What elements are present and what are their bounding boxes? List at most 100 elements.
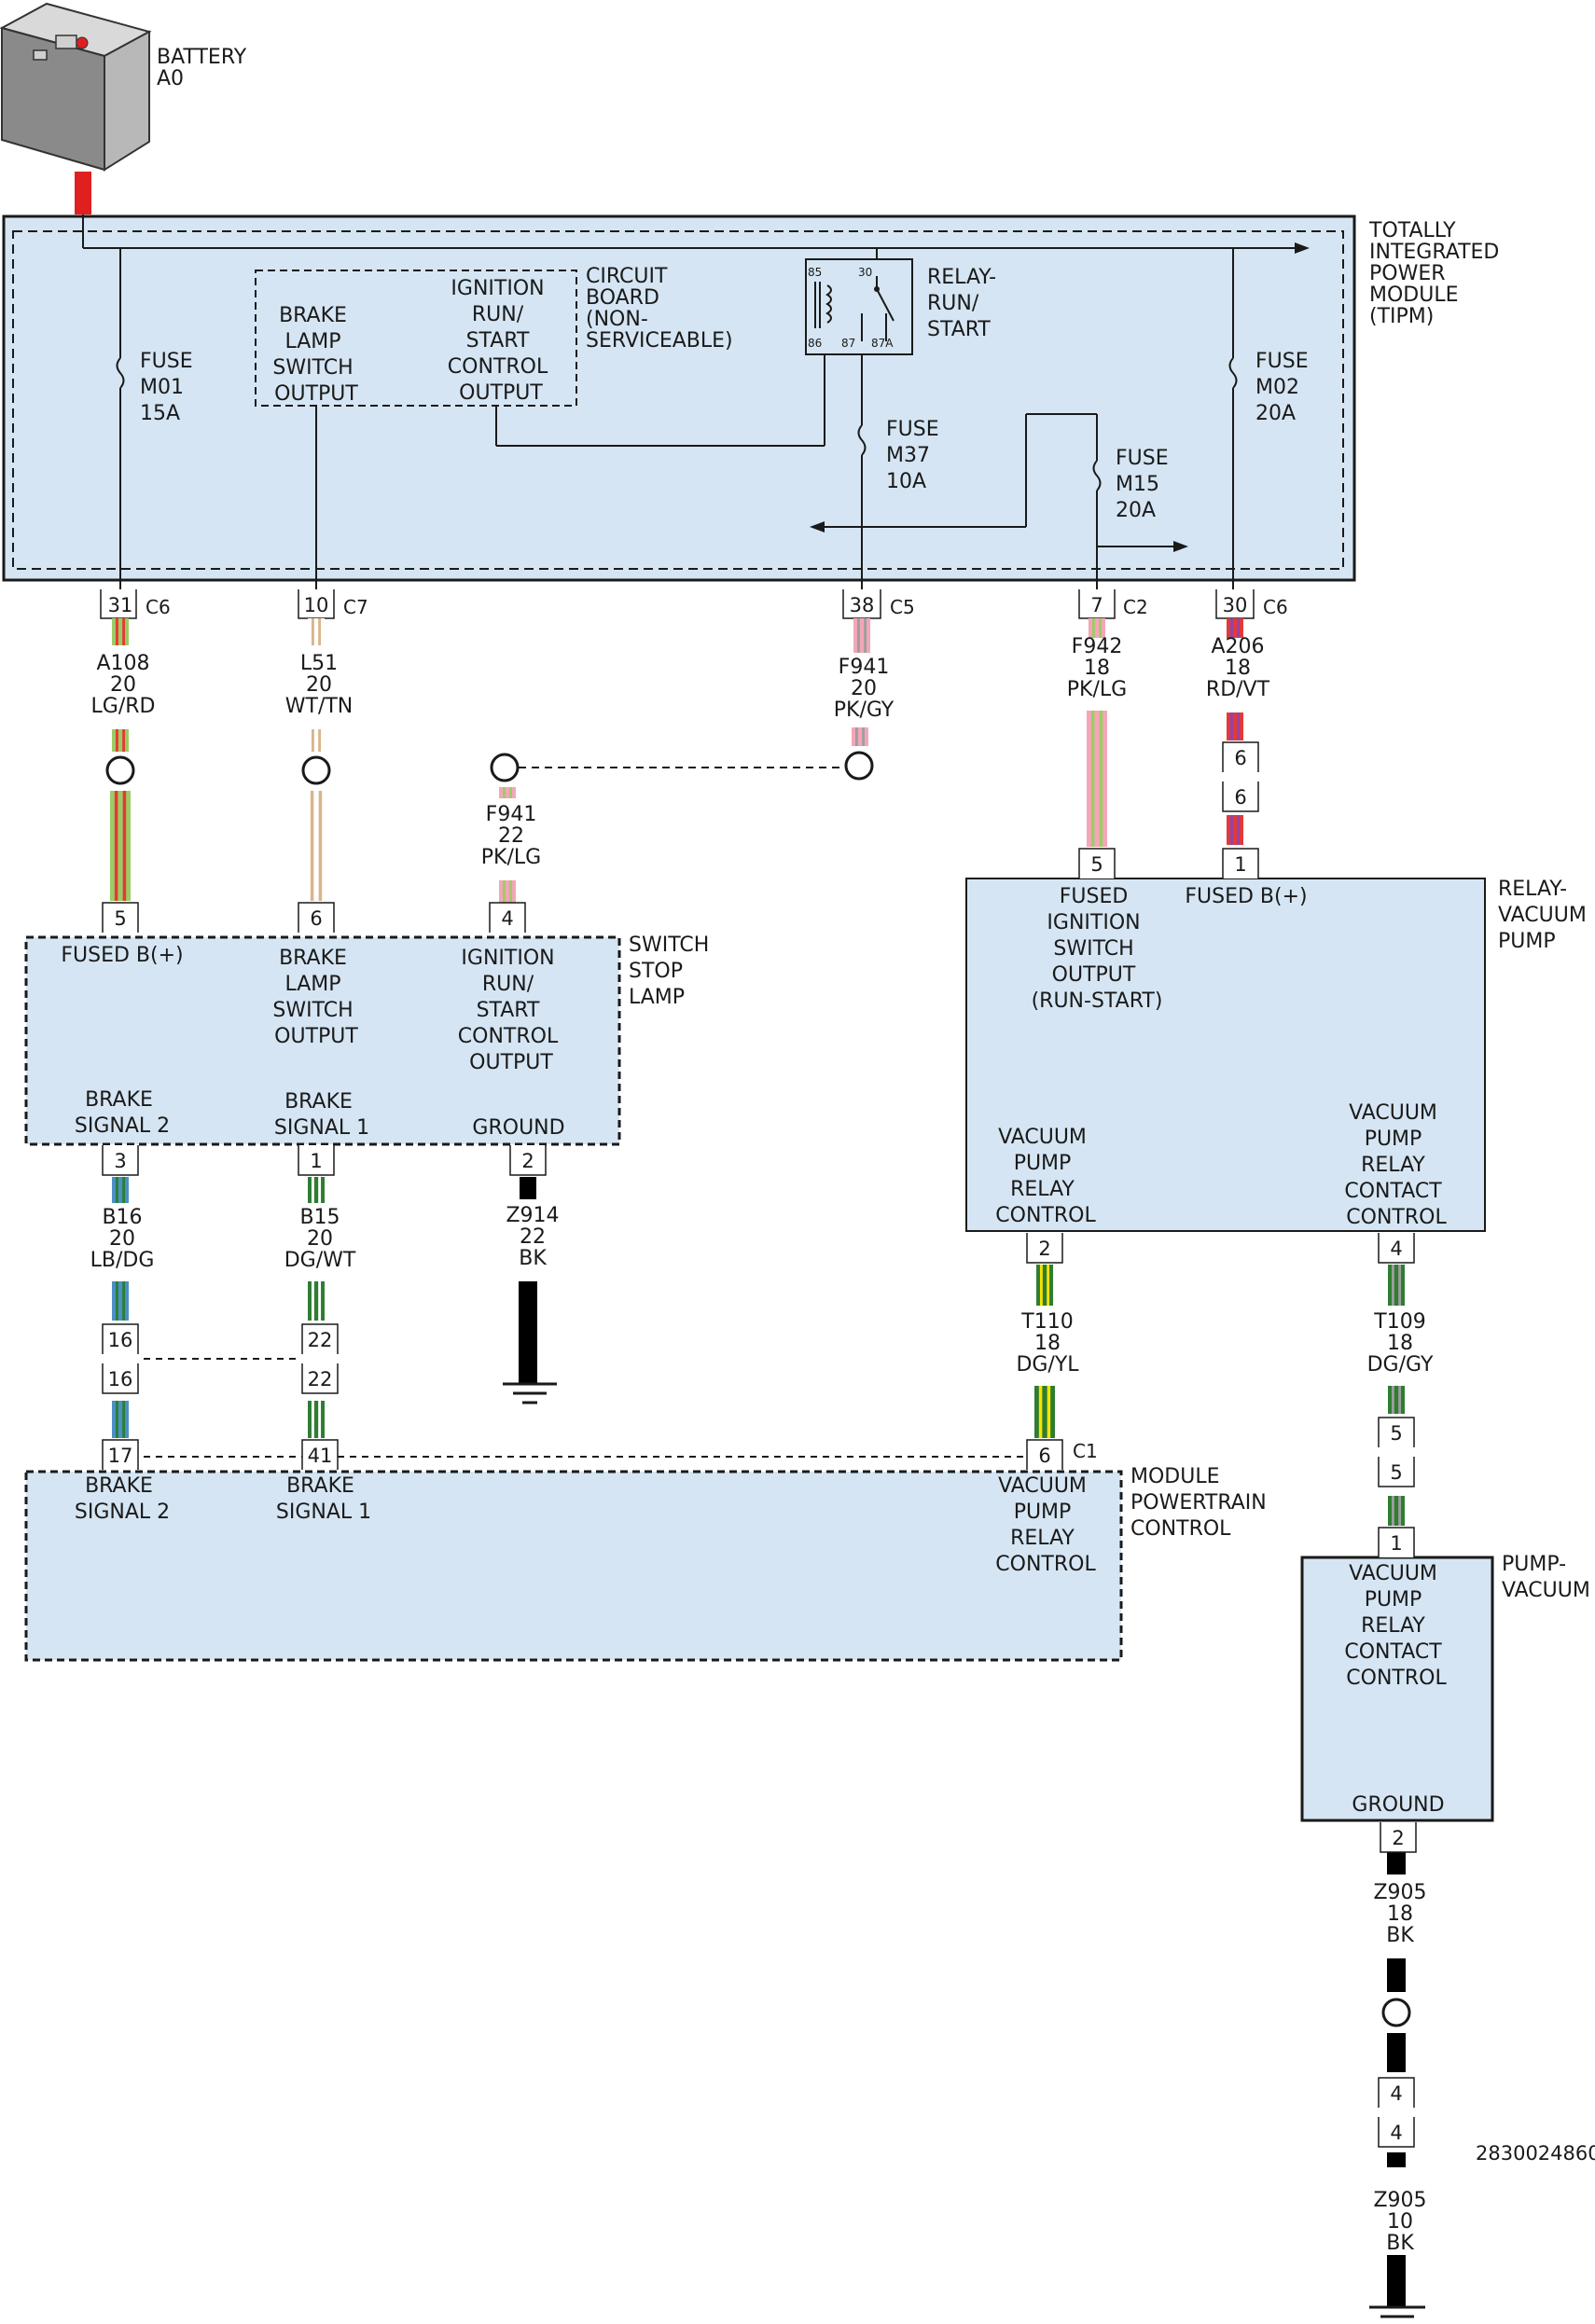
wire-z914-seg bbox=[519, 1281, 537, 1384]
pv-ground-label: GROUND bbox=[1352, 1793, 1444, 1817]
pin-box-inline-16a: 16 bbox=[102, 1323, 139, 1354]
pin-number: 5 bbox=[1390, 1422, 1402, 1445]
pin-number: 5 bbox=[1390, 1461, 1402, 1484]
wire-t109-seg bbox=[1388, 1496, 1405, 1526]
ground-symbol-z905 bbox=[1369, 2305, 1425, 2318]
pin-number: 4 bbox=[1390, 2122, 1402, 2144]
pin-box-ssl-3: 3 bbox=[102, 1145, 139, 1176]
wire-l51-seg bbox=[308, 729, 325, 752]
svg-text:C2: C2 bbox=[1123, 596, 1148, 618]
pin-box-pcm-6: 6 bbox=[1026, 1439, 1063, 1470]
pin-box-ssl-2: 2 bbox=[509, 1145, 547, 1176]
pin-box-pcm-17: 17 bbox=[102, 1439, 139, 1470]
wire-f941-22-seg bbox=[499, 787, 516, 798]
fuse-m15-label: FUSE M15 20A bbox=[1116, 447, 1175, 522]
wire-t109-seg bbox=[1388, 1265, 1405, 1306]
powertrain-control-module bbox=[24, 1470, 1123, 1662]
pin-number: 17 bbox=[108, 1445, 133, 1467]
pin-box-inline-16b: 16 bbox=[102, 1363, 139, 1394]
pin-box-ssl-5: 5 bbox=[102, 902, 139, 933]
pin-number: 16 bbox=[108, 1329, 133, 1351]
switch-stop-lamp-label: SWITCH STOP LAMP bbox=[629, 934, 715, 1009]
pin-number: 22 bbox=[308, 1329, 333, 1351]
pin-box-pv-1: 1 bbox=[1378, 1527, 1415, 1557]
wire-b15-seg bbox=[308, 1401, 325, 1438]
splice-a108 bbox=[105, 755, 135, 785]
wire-l51-seg bbox=[308, 618, 325, 645]
wire-a206-seg bbox=[1227, 712, 1243, 740]
wire-z905-seg bbox=[1387, 2033, 1406, 2072]
figure-id: 2830024860 bbox=[1476, 2142, 1595, 2165]
wire-b16-seg bbox=[112, 1281, 129, 1321]
circuit-board-box bbox=[255, 270, 577, 407]
ssl-ignition-label: IGNITION RUN/ START CONTROL OUTPUT bbox=[458, 947, 564, 1074]
pin-box-pcm-41: 41 bbox=[301, 1439, 339, 1470]
relay-vacuum-pump-label: RELAY- VACUUM PUMP bbox=[1498, 878, 1593, 953]
splice-l51 bbox=[301, 755, 331, 785]
tipm-connector-7: 7 C2 bbox=[1078, 589, 1148, 619]
pin-box-inline-22a: 22 bbox=[301, 1323, 339, 1354]
pcm-vpr-control-label: VACUUM PUMP RELAY CONTROL bbox=[995, 1474, 1096, 1576]
rvp-fused-b-label: FUSED B(+) bbox=[1185, 885, 1307, 908]
wire-a206-seg bbox=[1227, 618, 1243, 638]
wire-b15-seg bbox=[308, 1177, 325, 1203]
tipm-bus bbox=[82, 214, 1310, 589]
pin-box-ssl-6: 6 bbox=[298, 902, 335, 933]
pin-box-inline-6b: 6 bbox=[1222, 782, 1259, 812]
svg-text:C6: C6 bbox=[146, 596, 171, 618]
wire-b16-seg bbox=[112, 1177, 129, 1203]
svg-text:C5: C5 bbox=[890, 596, 915, 618]
pcm-label: MODULE POWERTRAIN CONTROL bbox=[1130, 1465, 1273, 1541]
wire-b16-seg bbox=[112, 1401, 129, 1438]
wire-t109-seg bbox=[1388, 1386, 1405, 1414]
pin-number: 2 bbox=[1038, 1238, 1050, 1260]
battery-label: BATTERY A0 bbox=[157, 46, 253, 90]
switch-stop-lamp-module bbox=[24, 935, 621, 1146]
pin-box-ssl-1: 1 bbox=[298, 1145, 335, 1176]
relay-pin-30: 30 bbox=[858, 266, 872, 279]
rvp-vpr-control-label: VACUUM PUMP RELAY CONTROL bbox=[995, 1126, 1096, 1227]
cb-ignition-output-label: IGNITION RUN/ START CONTROL OUTPUT bbox=[448, 277, 554, 405]
ground-symbol-z914 bbox=[503, 1382, 557, 1404]
wire-a108-seg bbox=[110, 791, 131, 901]
ssl-ground-label: GROUND bbox=[472, 1116, 564, 1140]
pin-box-inline-22b: 22 bbox=[301, 1363, 339, 1394]
relay-vacuum-pump-module bbox=[965, 878, 1486, 1232]
wire-t110-seg bbox=[1034, 1386, 1055, 1438]
wire-a108-seg bbox=[112, 618, 129, 645]
pin-box-rvp-5: 5 bbox=[1078, 848, 1116, 878]
pin-box-inline-5b: 5 bbox=[1378, 1457, 1415, 1487]
ssl-fused-b-label: FUSED B(+) bbox=[61, 944, 183, 967]
fuse-m02-label: FUSE M02 20A bbox=[1255, 350, 1315, 425]
pin-box-inline-4b: 4 bbox=[1378, 2117, 1415, 2148]
pv-contact-control-label: VACUUM PUMP RELAY CONTACT CONTROL bbox=[1344, 1562, 1448, 1690]
svg-text:38: 38 bbox=[850, 594, 875, 616]
tipm-inner-boundary bbox=[12, 230, 1344, 570]
pin-number: 1 bbox=[1390, 1532, 1402, 1555]
pin-number: 4 bbox=[1390, 2082, 1402, 2105]
svg-text:10: 10 bbox=[304, 594, 329, 616]
tipm-module bbox=[2, 214, 1356, 582]
pin-number: 41 bbox=[308, 1445, 333, 1467]
wire-f941-20-seg bbox=[853, 618, 870, 653]
wire-f941-22-seg bbox=[499, 880, 516, 905]
pin-number: 16 bbox=[108, 1368, 133, 1390]
wire-z905-seg bbox=[1387, 2152, 1406, 2167]
tipm-connector-30: 30 C6 bbox=[1215, 589, 1288, 619]
pin-number: 5 bbox=[114, 907, 126, 930]
wire-z905-seg bbox=[1387, 1852, 1406, 1874]
tipm-connector-31: 31 C6 bbox=[100, 589, 171, 619]
wire-z905-seg bbox=[1387, 2255, 1406, 2307]
svg-text:30: 30 bbox=[1223, 594, 1248, 616]
splice-f941-right bbox=[844, 751, 874, 781]
pcm-brake-signal-1-label: BRAKE SIGNAL 1 bbox=[276, 1474, 371, 1524]
cb-brake-output-label: BRAKE LAMP SWITCH OUTPUT bbox=[272, 304, 359, 406]
tipm-connector-38: 38 C5 bbox=[842, 589, 915, 619]
pin-box-inline-5a: 5 bbox=[1378, 1417, 1415, 1447]
